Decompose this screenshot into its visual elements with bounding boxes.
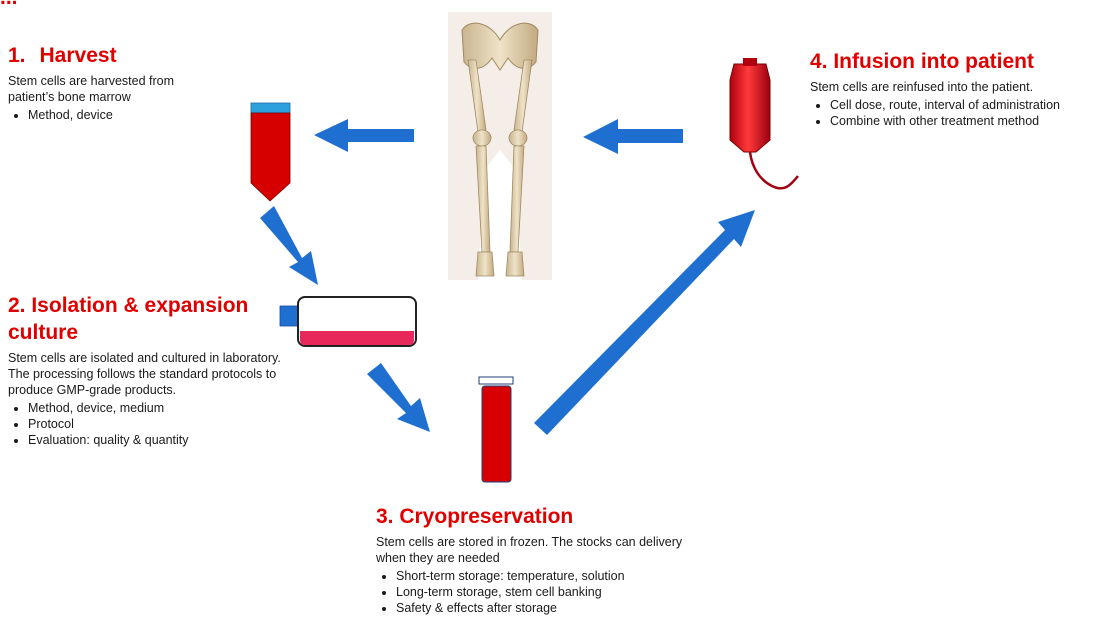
bullet-item: Evaluation: quality & quantity — [28, 432, 293, 448]
bullet-item: Cell dose, route, interval of administra… — [830, 97, 1100, 113]
culture-flask-icon — [280, 297, 416, 346]
step-cryopreservation: 3. Cryopreservation Stem cells are store… — [376, 503, 706, 616]
cryo-vial-icon — [479, 377, 513, 482]
step-title: 3. Cryopreservation — [376, 503, 706, 530]
step-description: Stem cells are isolated and cultured in … — [8, 350, 290, 398]
bullet-item: Combine with other treatment method — [830, 113, 1100, 129]
step-bullets: Method, device — [8, 107, 278, 123]
step-description: Stem cells are harvested from patient’s … — [8, 73, 218, 105]
bullet-item: Short-term storage: temperature, solutio… — [396, 568, 706, 584]
step-bullets: Method, device, medium Protocol Evaluati… — [8, 400, 293, 448]
step-description: Stem cells are stored in frozen. The sto… — [376, 534, 686, 566]
bullet-item: Safety & effects after storage — [396, 600, 706, 616]
bullet-item: Method, device — [28, 107, 278, 123]
bullet-item: Protocol — [28, 416, 293, 432]
step-infusion: 4. Infusion into patient Stem cells are … — [810, 48, 1100, 129]
page-title-fragment: ... — [0, 0, 18, 10]
step-title: 1. Harvest — [8, 42, 278, 69]
bullet-item: Method, device, medium — [28, 400, 293, 416]
step-bullets: Cell dose, route, interval of administra… — [810, 97, 1100, 129]
step-number: 1. — [8, 44, 26, 67]
step-title: 2. Isolation & expansion culture — [8, 292, 278, 346]
step-name: Harvest — [40, 44, 117, 67]
step-bullets: Short-term storage: temperature, solutio… — [376, 568, 706, 616]
legs-skeleton-icon — [448, 12, 552, 280]
step-description: Stem cells are reinfused into the patien… — [810, 79, 1100, 95]
step-harvest: 1. Harvest Stem cells are harvested from … — [8, 42, 278, 123]
step-title: 4. Infusion into patient — [810, 48, 1100, 75]
blood-bag-icon — [730, 58, 798, 188]
bullet-item: Long-term storage, stem cell banking — [396, 584, 706, 600]
step-isolation-expansion: 2. Isolation & expansion culture Stem ce… — [8, 292, 293, 448]
